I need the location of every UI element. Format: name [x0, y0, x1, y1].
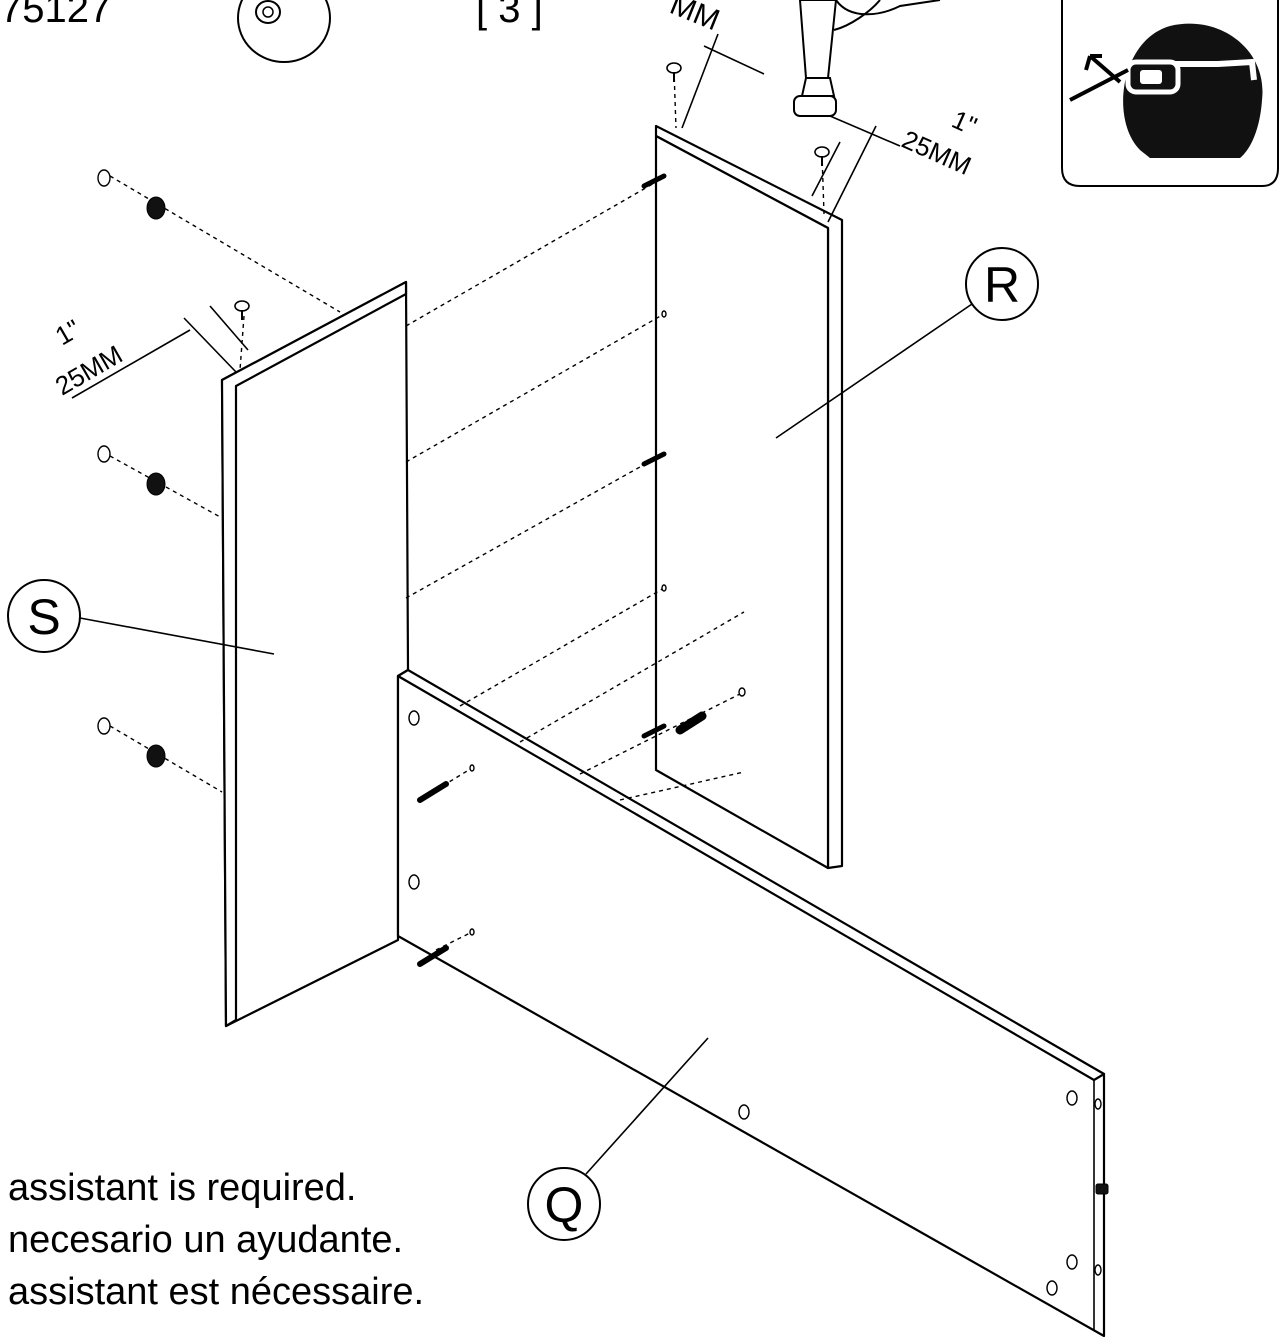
part-callout-q: Q — [527, 1037, 709, 1241]
hardware-count-fragment: [ 3 ] — [476, 0, 543, 31]
q-holes — [408, 710, 1109, 1296]
part-callout-r: R — [775, 247, 1039, 439]
part-label-r: R — [984, 257, 1020, 313]
panel-q — [396, 668, 1106, 1337]
safety-glasses-icon — [1061, 0, 1279, 187]
panel-r — [654, 124, 844, 870]
part-label-q: Q — [545, 1177, 584, 1233]
part-label-s: S — [27, 589, 60, 645]
nail-icon — [234, 62, 830, 320]
panel-s — [220, 280, 410, 1028]
dimension-inch-right: 1" — [948, 104, 982, 141]
bolts — [417, 173, 746, 967]
dashed-guides — [109, 69, 825, 951]
dimension-inch-left: 1" — [50, 313, 86, 351]
note-spanish: necesario un ayudante. — [8, 1219, 404, 1261]
part-callout-s: S — [7, 579, 275, 655]
dimension-marker-left: 1" 25MM — [50, 305, 249, 401]
cam-hardware-left — [97, 169, 166, 768]
note-french: assistant est nécessaire. — [8, 1271, 425, 1313]
washer-icon — [237, 0, 331, 63]
dimension-mm-left: 25MM — [50, 339, 128, 401]
hammer-icon — [793, 0, 941, 117]
dimension-fragment-top: MM — [665, 0, 724, 37]
part-number-fragment: 75127 — [0, 0, 111, 31]
note-english: assistant is required. — [8, 1167, 357, 1209]
